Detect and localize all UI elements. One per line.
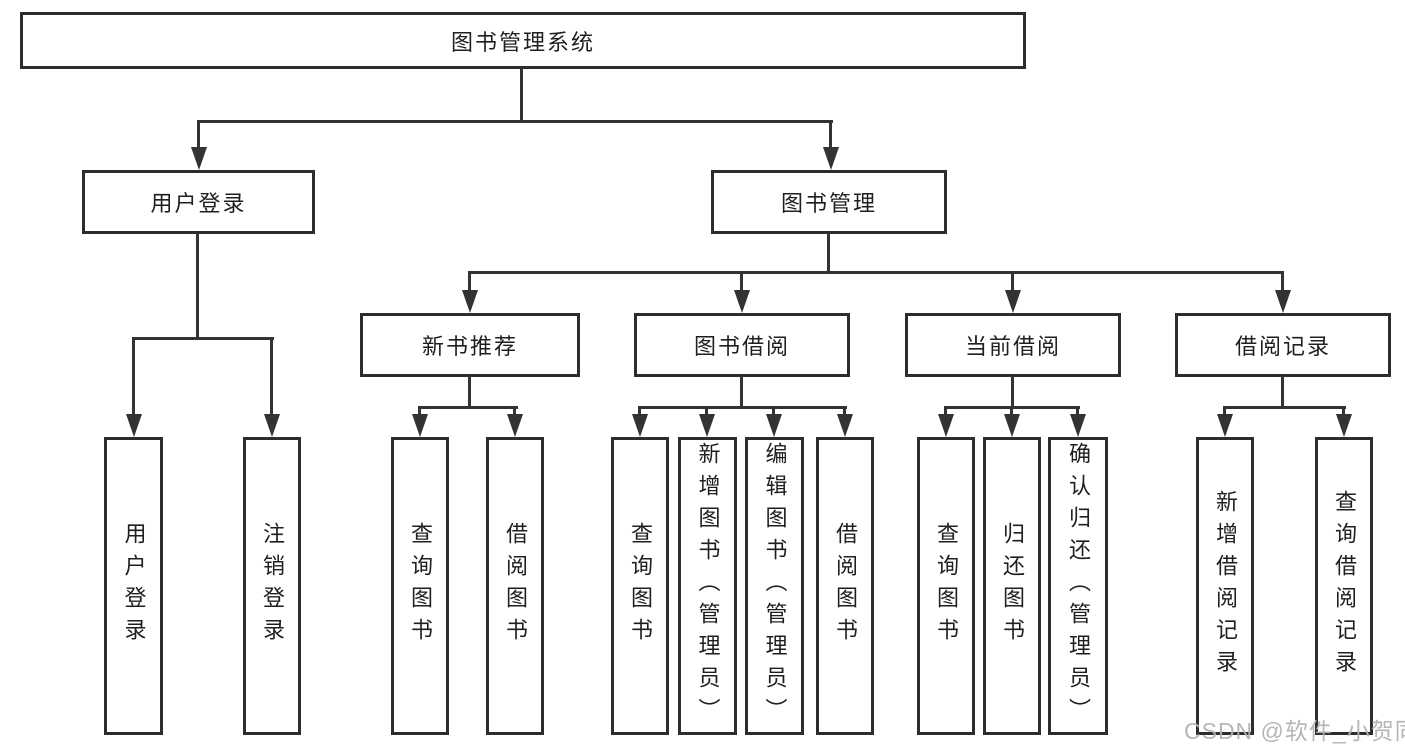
connector-stem [772, 406, 775, 416]
arrowhead-down-icon [1275, 290, 1291, 313]
leaf-label: 借阅图书 [503, 522, 528, 650]
node-label: 当前借阅 [964, 334, 1061, 359]
csdn-watermark: CSDN @软件_小贺同学 [1184, 718, 1405, 744]
arrowhead-down-icon [1005, 290, 1021, 313]
arrowhead-down-icon [699, 414, 715, 437]
connector-stem [843, 406, 846, 416]
connector-stem [829, 120, 832, 149]
leaf-bb-add-book-admin: 新增图书（管理员） [678, 437, 737, 735]
connector-stem [944, 406, 947, 416]
arrowhead-down-icon [734, 290, 750, 313]
arrowhead-down-icon [264, 414, 280, 437]
leaf-bb-borrow-book: 借阅图书 [816, 437, 874, 735]
leaf-label: 新增图书（管理员） [695, 442, 721, 730]
leaf-cb-query-book: 查询图书 [917, 437, 975, 735]
connector-stem [513, 406, 516, 416]
connector-rail [638, 406, 847, 409]
connector-stem [132, 337, 135, 416]
leaf-logout: 注销登录 [243, 437, 301, 735]
node-borrowing-records: 借阅记录 [1175, 313, 1391, 377]
arrowhead-down-icon [412, 414, 428, 437]
leaf-br-add-record: 新增借阅记录 [1196, 437, 1254, 735]
leaf-label: 确认归还（管理员） [1066, 442, 1091, 730]
leaf-bb-query-book: 查询图书 [611, 437, 669, 735]
node-label: 图书借阅 [693, 334, 790, 359]
connector-rail [1223, 406, 1346, 409]
leaf-label: 归还图书 [1000, 522, 1025, 650]
connector-stem [197, 120, 200, 149]
arrowhead-down-icon [507, 414, 523, 437]
connector-stem [1010, 406, 1013, 416]
node-new-book-recommend: 新书推荐 [360, 313, 580, 377]
leaf-label: 编辑图书（管理员） [762, 442, 788, 730]
connector-stem [740, 271, 743, 292]
connector-stem [1281, 271, 1284, 292]
node-book-management-branch: 图书管理 [711, 170, 947, 234]
connector-bookmgmt-drop [827, 234, 830, 271]
connector-stem [468, 271, 471, 292]
connector-bookmgmt-rail [468, 271, 1284, 274]
node-label: 用户登录 [150, 191, 247, 216]
leaf-label: 用户登录 [121, 522, 147, 650]
leaf-user-login: 用户登录 [104, 437, 163, 735]
connector-userlogin-rail [132, 337, 274, 340]
connector-drop [1281, 377, 1284, 406]
node-user-login-branch: 用户登录 [82, 170, 315, 234]
node-library-management-system: 图书管理系统 [20, 12, 1026, 69]
leaf-rec-borrow-book: 借阅图书 [486, 437, 544, 735]
connector-root-drop [520, 69, 523, 120]
leaf-label: 新增借阅记录 [1213, 490, 1238, 682]
connector-stem [418, 406, 421, 416]
leaf-bb-edit-book-admin: 编辑图书（管理员） [745, 437, 804, 735]
leaf-rec-query-book: 查询图书 [391, 437, 449, 735]
arrowhead-down-icon [126, 414, 142, 437]
arrowhead-down-icon [462, 290, 478, 313]
arrowhead-down-icon [823, 147, 839, 170]
leaf-cb-return-book: 归还图书 [983, 437, 1041, 735]
arrowhead-down-icon [191, 147, 207, 170]
leaf-label: 借阅图书 [833, 522, 858, 650]
arrowhead-down-icon [1336, 414, 1352, 437]
connector-stem [1223, 406, 1226, 416]
arrowhead-down-icon [938, 414, 954, 437]
connector-drop [468, 377, 471, 406]
connector-drop [1011, 377, 1014, 406]
node-label: 借阅记录 [1234, 334, 1331, 359]
leaf-label: 查询图书 [408, 522, 433, 650]
arrowhead-down-icon [632, 414, 648, 437]
connector-stem [1076, 406, 1079, 416]
leaf-br-query-record: 查询借阅记录 [1315, 437, 1373, 735]
connector-stem [1011, 271, 1014, 292]
arrowhead-down-icon [837, 414, 853, 437]
node-book-borrowing: 图书借阅 [634, 313, 850, 377]
leaf-label: 查询图书 [934, 522, 959, 650]
connector-stem [1342, 406, 1345, 416]
leaf-label: 查询借阅记录 [1332, 490, 1357, 682]
arrowhead-down-icon [1070, 414, 1086, 437]
arrowhead-down-icon [1217, 414, 1233, 437]
connector-stem [270, 337, 273, 416]
arrowhead-down-icon [1004, 414, 1020, 437]
leaf-cb-confirm-return-admin: 确认归还（管理员） [1048, 437, 1108, 735]
connector-rail [418, 406, 518, 409]
leaf-label: 注销登录 [260, 522, 285, 650]
node-label: 新书推荐 [421, 334, 518, 359]
connector-stem [638, 406, 641, 416]
node-current-borrowing: 当前借阅 [905, 313, 1121, 377]
connector-drop [740, 377, 743, 406]
connector-userlogin-drop [196, 234, 199, 337]
connector-stem [705, 406, 708, 416]
node-label: 图书管理系统 [450, 29, 595, 55]
leaf-label: 查询图书 [628, 522, 653, 650]
arrowhead-down-icon [766, 414, 782, 437]
node-label: 图书管理 [780, 191, 877, 216]
connector-root-rail [197, 120, 833, 123]
